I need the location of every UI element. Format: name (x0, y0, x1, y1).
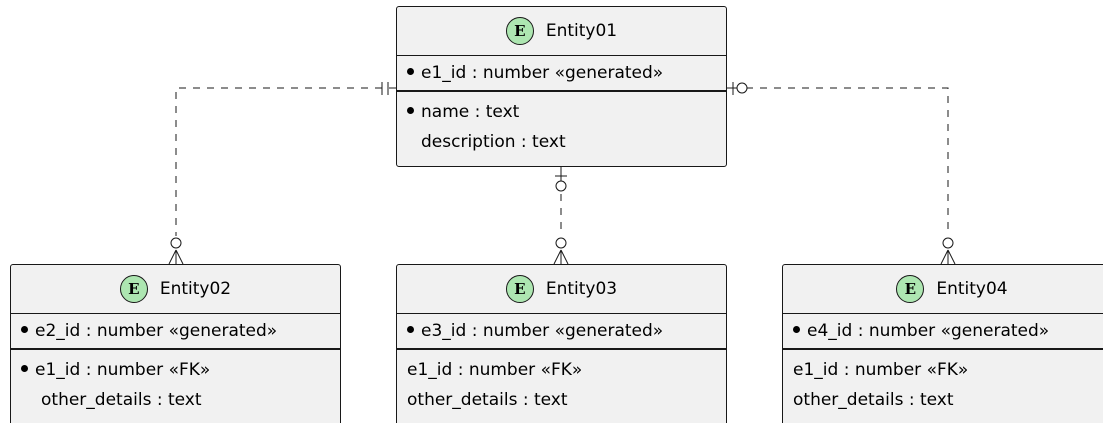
crows-foot-mark (940, 249, 949, 265)
entity-header: E Entity04 (783, 265, 1103, 313)
entity-entity03[interactable]: E Entity03 e3_id : number «generated» e1… (396, 264, 727, 423)
entity-name: Entity02 (159, 279, 232, 299)
attribute-row: description : text (407, 127, 726, 157)
entity-header: E Entity02 (11, 265, 340, 313)
mandatory-bullet-icon (21, 325, 28, 333)
attribute-row: e1_id : number «FK» (407, 355, 726, 385)
zero-circle-mark (942, 237, 954, 249)
entity-entity04[interactable]: E Entity04 e4_id : number «generated» e1… (782, 264, 1103, 423)
attribute-row: e3_id : number «generated» (407, 316, 726, 346)
primary-key-section: e2_id : number «generated» (11, 314, 340, 348)
attribute-text: e1_id : number «generated» (421, 63, 664, 83)
attributes-section: e1_id : number «FK» other_details : text (11, 350, 340, 418)
entity-badge-icon: E (505, 275, 534, 303)
zero-circle-mark (170, 237, 182, 249)
key-divider (11, 348, 340, 350)
primary-key-section: e1_id : number «generated» (397, 56, 726, 90)
attribute-text: e4_id : number «generated» (807, 321, 1050, 341)
attribute-row: other_details : text (407, 385, 726, 415)
attribute-text: name : text (421, 102, 520, 122)
crows-foot-mark (553, 249, 562, 265)
attribute-row: e1_id : number «generated» (407, 58, 726, 88)
mandatory-bullet-icon (407, 106, 414, 114)
crows-foot-mark (168, 249, 177, 265)
attribute-row: e4_id : number «generated» (793, 316, 1103, 346)
mandatory-bullet-icon (407, 67, 414, 75)
key-divider (397, 90, 726, 92)
attribute-text: e1_id : number «FK» (35, 360, 211, 380)
entity-name: Entity04 (936, 279, 1008, 299)
attribute-text: e2_id : number «generated» (35, 321, 278, 341)
entity-badge-icon: E (119, 275, 148, 303)
attribute-row: other_details : text (21, 385, 340, 415)
attribute-text: e1_id : number «FK» (793, 360, 969, 380)
key-divider (397, 348, 726, 350)
attributes-section: name : text description : text (397, 92, 726, 160)
entity-header: E Entity03 (397, 265, 726, 313)
attribute-row: name : text (407, 97, 726, 127)
attribute-row: e2_id : number «generated» (21, 316, 340, 346)
crows-foot-mark (947, 249, 956, 265)
header-divider (397, 55, 726, 56)
zero-circle-mark (555, 237, 567, 249)
zero-circle-mark (555, 180, 567, 192)
attribute-text: e3_id : number «generated» (421, 321, 664, 341)
crows-foot-mark (175, 249, 184, 265)
relationship-line-e1-e4 (746, 87, 949, 236)
header-divider (11, 313, 340, 314)
attributes-section: e1_id : number «FK» other_details : text (397, 350, 726, 418)
attribute-text: other_details : text (407, 390, 568, 410)
entity-header: E Entity01 (397, 7, 726, 55)
mandatory-bullet-icon (793, 325, 800, 333)
attribute-row: e1_id : number «FK» (21, 355, 340, 385)
primary-key-section: e4_id : number «generated» (783, 314, 1103, 348)
entity-name: Entity01 (545, 21, 618, 41)
header-divider (397, 313, 726, 314)
entity-badge-icon: E (505, 17, 534, 45)
mandatory-bullet-icon (21, 364, 28, 372)
header-divider (783, 313, 1103, 314)
entity-entity02[interactable]: E Entity02 e2_id : number «generated» e1… (10, 264, 341, 423)
mandatory-bullet-icon (407, 325, 414, 333)
primary-key-section: e3_id : number «generated» (397, 314, 726, 348)
key-divider (783, 348, 1103, 350)
attribute-text: e1_id : number «FK» (407, 360, 583, 380)
attributes-section: e1_id : number «FK» other_details : text (783, 350, 1103, 418)
attribute-text: description : text (421, 132, 566, 152)
entity-badge-icon: E (896, 275, 925, 303)
attribute-text: other_details : text (41, 390, 202, 410)
relationship-line-e1-e2 (175, 87, 396, 236)
crows-foot-mark (560, 249, 569, 265)
entity-name: Entity03 (545, 279, 618, 299)
attribute-text: other_details : text (793, 390, 954, 410)
entity-entity01[interactable]: E Entity01 e1_id : number «generated» na… (396, 6, 727, 167)
attribute-row: other_details : text (793, 385, 1103, 415)
attribute-row: e1_id : number «FK» (793, 355, 1103, 385)
zero-circle-mark (736, 82, 748, 94)
